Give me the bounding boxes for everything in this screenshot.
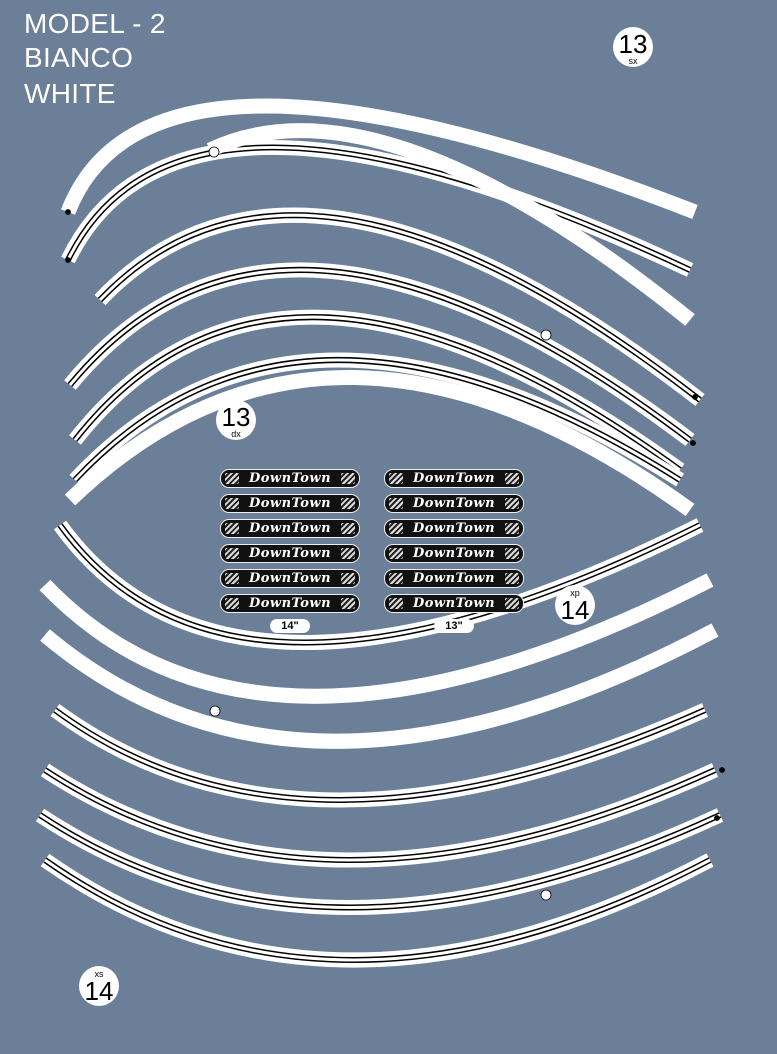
rim-stripe bbox=[64, 370, 695, 517]
downtown-logo: DownTown bbox=[384, 469, 524, 488]
downtown-logo: DownTown bbox=[220, 594, 360, 613]
badge-number: 14 bbox=[84, 976, 114, 1006]
star-icon bbox=[209, 705, 221, 717]
rim-stripe-pinline-gap bbox=[68, 268, 691, 442]
rim-stripe-pinline-gap bbox=[54, 708, 706, 802]
badge-13-dx: 13 dx bbox=[216, 400, 256, 440]
downtown-logo: DownTown bbox=[220, 519, 360, 538]
rim-stripe-pinline-gap bbox=[66, 146, 691, 272]
star-icon bbox=[208, 146, 220, 158]
color-name-it: BIANCO bbox=[24, 42, 134, 73]
rim-stripe bbox=[206, 123, 695, 326]
model-title: MODEL - 2 bbox=[24, 8, 166, 39]
rim-stripe-pinline-gap bbox=[44, 768, 716, 862]
size-label-14: 14" bbox=[270, 619, 310, 633]
downtown-logo: DownTown bbox=[384, 569, 524, 588]
badge-number: 14 bbox=[560, 595, 590, 625]
downtown-logo: DownTown bbox=[220, 569, 360, 588]
rim-stripe-pinline-gap bbox=[44, 858, 711, 962]
badge-sub: xp bbox=[570, 588, 580, 598]
rim-stripe bbox=[40, 763, 719, 868]
alignment-dot bbox=[65, 209, 71, 215]
badge-13-sx: 13 sx bbox=[613, 27, 653, 67]
badge-14-xs: xs 14 bbox=[79, 966, 119, 1006]
badge-sub: xs bbox=[94, 969, 104, 979]
rim-stripe-pinline-gap bbox=[73, 358, 681, 482]
rim-stripe bbox=[39, 573, 714, 704]
alignment-dot bbox=[65, 257, 71, 263]
downtown-logo: DownTown bbox=[384, 544, 524, 563]
downtown-logo: DownTown bbox=[384, 594, 524, 613]
downtown-logo: DownTown bbox=[220, 544, 360, 563]
downtown-logo: DownTown bbox=[384, 519, 524, 538]
rim-stripe-pinline-gap bbox=[98, 213, 701, 402]
alignment-dot bbox=[714, 815, 720, 821]
star-icon bbox=[540, 329, 552, 341]
downtown-logo: DownTown bbox=[384, 494, 524, 513]
badge-sub: sx bbox=[628, 56, 638, 66]
rim-stripe bbox=[40, 623, 719, 749]
downtown-logo: DownTown bbox=[220, 469, 360, 488]
rim-stripe-pinline-gap bbox=[73, 315, 681, 472]
rim-stripe bbox=[61, 98, 698, 219]
downtown-logo: DownTown bbox=[220, 494, 360, 513]
rim-stripe-pinline-gap bbox=[58, 523, 701, 644]
badge-number: 13 bbox=[618, 29, 648, 59]
alignment-dot bbox=[692, 394, 698, 400]
rim-stripe bbox=[50, 703, 709, 808]
rim-stripe-pinline-gap bbox=[39, 813, 721, 909]
color-name-en: WHITE bbox=[24, 78, 116, 109]
star-icon bbox=[540, 889, 552, 901]
badge-number: 13 bbox=[221, 402, 251, 432]
size-label-13: 13" bbox=[434, 619, 474, 633]
badge-sub: dx bbox=[231, 429, 241, 439]
badge-14-xp: xp 14 bbox=[555, 585, 595, 625]
alignment-dot bbox=[690, 440, 696, 446]
alignment-dot bbox=[719, 767, 725, 773]
